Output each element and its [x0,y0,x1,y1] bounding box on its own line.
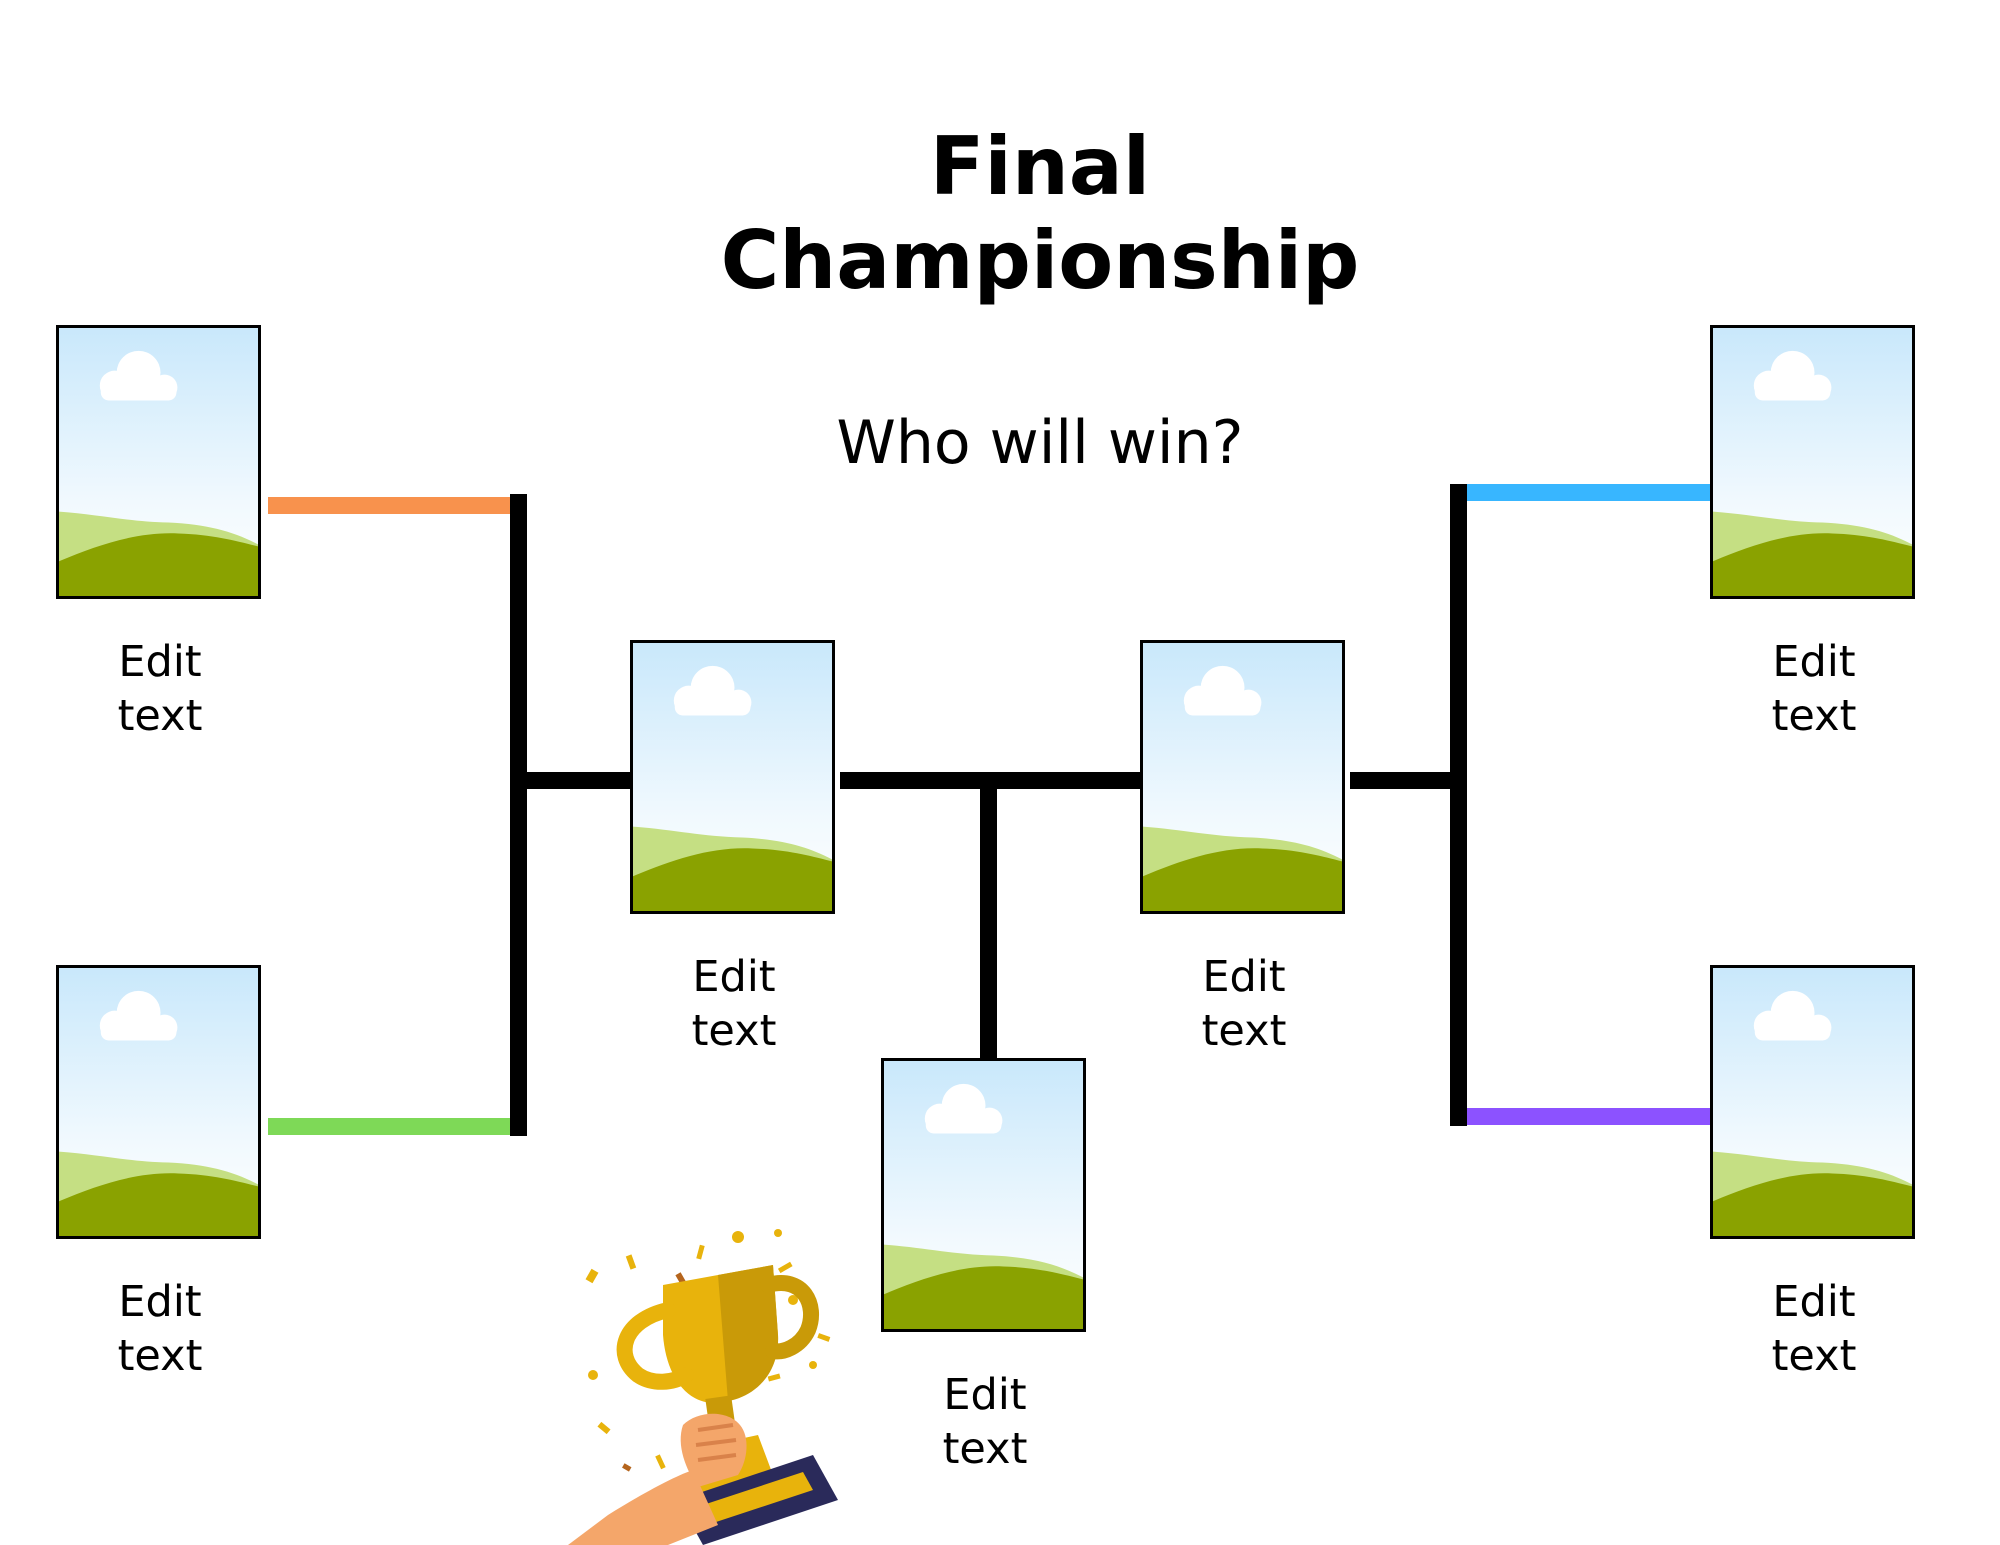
label-line: text [1771,1331,1857,1381]
label-line: Edit [1772,1277,1856,1327]
semi-left-photo[interactable] [630,640,835,914]
right-bottom-photo[interactable] [1710,965,1915,1239]
label-line: text [1201,1006,1287,1056]
right-top-connector [1467,484,1710,501]
title-line-1: Final [929,120,1151,213]
label-line: text [942,1424,1028,1474]
left-top-label[interactable]: Edit text [50,635,270,743]
right-bottom-label[interactable]: Edit text [1704,1275,1924,1383]
left-bottom-photo[interactable] [56,965,261,1239]
label-line: text [117,691,203,741]
left-bracket-vertical [510,494,527,1136]
title-line-2: Championship [720,214,1360,307]
right-top-label[interactable]: Edit text [1704,635,1924,743]
label-line: text [1771,691,1857,741]
left-bottom-connector [268,1118,510,1135]
landscape-placeholder-icon [633,643,832,911]
page-title: Final Championship [640,120,1440,308]
center-vertical [980,772,997,1062]
semi-right-photo[interactable] [1140,640,1345,914]
left-top-photo[interactable] [56,325,261,599]
champion-label[interactable]: Edit text [875,1368,1095,1476]
trophy-icon [568,1229,838,1545]
label-line: Edit [1772,637,1856,687]
landscape-placeholder-icon [1143,643,1342,911]
label-line: Edit [1202,952,1286,1002]
landscape-placeholder-icon [59,328,258,596]
semi-left-label[interactable]: Edit text [624,950,844,1058]
right-bottom-connector [1467,1108,1710,1125]
label-line: Edit [943,1370,1027,1420]
label-line: Edit [118,1277,202,1327]
champion-photo[interactable] [881,1058,1086,1332]
left-semi-connector [510,772,635,789]
landscape-placeholder-icon [59,968,258,1236]
left-bottom-label[interactable]: Edit text [50,1275,270,1383]
right-top-photo[interactable] [1710,325,1915,599]
label-line: text [691,1006,777,1056]
right-bracket-vertical [1450,484,1467,1126]
landscape-placeholder-icon [1713,328,1912,596]
label-line: Edit [118,637,202,687]
label-line: text [117,1331,203,1381]
label-line: Edit [692,952,776,1002]
right-semi-connector [1350,772,1465,789]
landscape-placeholder-icon [884,1061,1083,1329]
subtitle: Who will win? [836,408,1244,478]
landscape-placeholder-icon [1713,968,1912,1236]
semi-right-label[interactable]: Edit text [1134,950,1354,1058]
left-top-connector [268,497,510,514]
